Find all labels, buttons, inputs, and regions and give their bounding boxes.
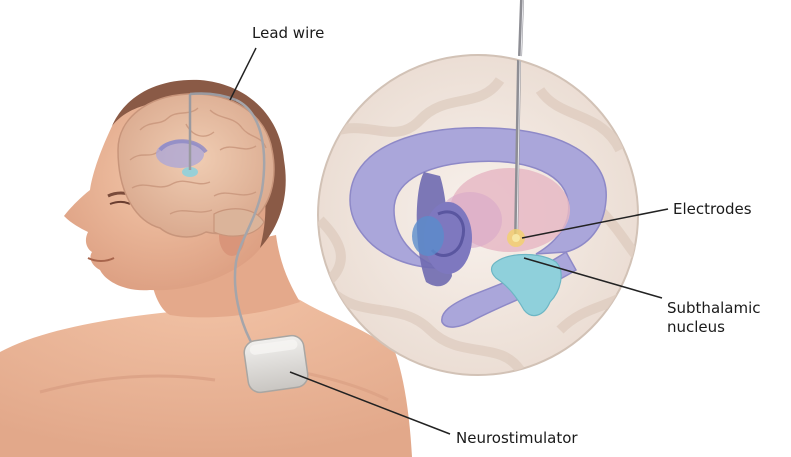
torso	[0, 270, 412, 457]
callout-subthalamic	[523, 257, 663, 299]
subthalamic-nucleus	[490, 253, 562, 317]
lead-wire-label: Lead wire	[252, 24, 325, 42]
brain	[117, 93, 275, 238]
subthalamic-nucleus-label: Subthalamic nucleus	[667, 299, 761, 337]
inset-magnified-view	[317, 54, 639, 376]
callout-neurostimulator	[289, 371, 451, 435]
subthalamic-label-line2: nucleus	[667, 318, 725, 336]
callout-lead-wire	[229, 47, 257, 101]
clavicle-shadow	[39, 374, 216, 394]
callout-electrodes	[521, 208, 669, 239]
subthalamic-label-line1: Subthalamic	[667, 299, 761, 317]
neurostimulator-device	[243, 334, 309, 394]
neurostimulator-label: Neurostimulator	[456, 429, 578, 447]
probe-lead	[514, 55, 522, 241]
electrodes-label: Electrodes	[673, 200, 752, 218]
